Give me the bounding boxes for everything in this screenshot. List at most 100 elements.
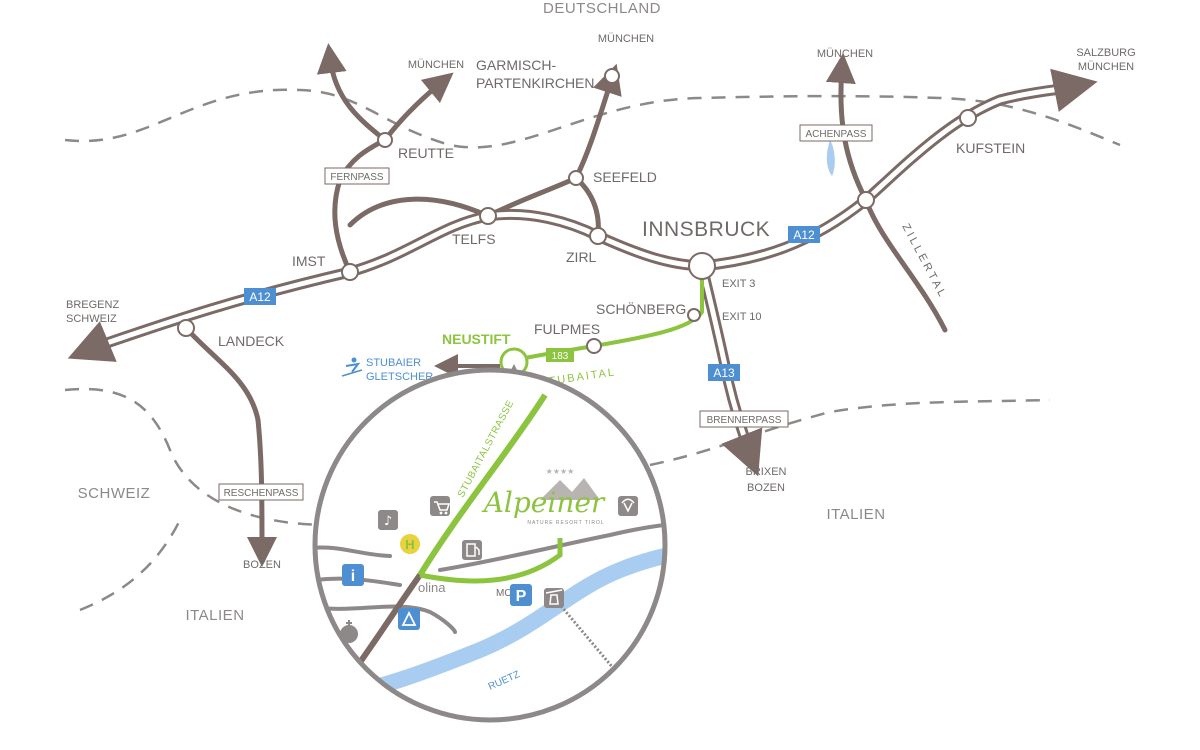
highway-a12-inner: [95, 85, 1071, 349]
brennerpass-box: [699, 410, 789, 428]
label-munchen-1: MÜNCHEN: [408, 59, 464, 71]
label-munchen-2: MÜNCHEN: [598, 33, 654, 45]
town-marker-schonberg: [687, 308, 701, 322]
shield-a13-label: A13: [713, 366, 735, 380]
mountain-logo-icon: [540, 478, 600, 500]
town-marker-imst: [341, 263, 359, 281]
music-icon: [378, 510, 398, 530]
road-reschenpass: [183, 325, 277, 567]
highways: [67, 68, 1098, 477]
label-reutte: REUTTE: [398, 145, 454, 161]
shopping-cart-icon: [430, 496, 450, 516]
arrow-brixen: [721, 427, 763, 477]
achenpass-box: [799, 124, 873, 142]
town-marker-zirl: [589, 227, 607, 245]
label-exit10: EXIT 10: [722, 311, 762, 323]
town-marker-innsbruck: [688, 252, 716, 280]
shield-a12-left-label: A12: [249, 290, 271, 304]
label-olina: olina: [418, 580, 446, 595]
label-fulpmes: FULPMES: [534, 321, 600, 337]
church-icon: [340, 625, 358, 643]
label-garmisch-line2: PARTENKIRCHEN: [476, 75, 595, 91]
label-italien-right: ITALIEN: [826, 506, 885, 523]
river-ruetz: [315, 540, 665, 713]
town-marker-telfs: [479, 207, 497, 225]
label-innsbruck: INNSBRUCK: [642, 218, 770, 241]
street-5: [438, 520, 665, 572]
border-switzerland-south: [79, 519, 182, 612]
info-icon-glyph: i: [351, 568, 355, 585]
label-alpeiner-sub: NATURE RESORT TIROL: [527, 520, 604, 526]
border-germany: [64, 88, 1121, 149]
label-brixen-bozen: BOZEN: [747, 482, 785, 494]
label-telfs: TELFS: [452, 231, 496, 247]
shield-a12-right-label: A12: [793, 228, 815, 242]
inset-moos-road: [419, 538, 563, 584]
skier-icon: [341, 357, 363, 377]
pass-boxes: FERNPASS ACHENPASS RESCHENPASS BRENNERPA…: [218, 124, 873, 501]
inset-icons: ♪ H i P: [340, 496, 638, 643]
label-zillertal: ZILLERTAL: [899, 222, 949, 301]
label-schweiz: SCHWEIZ: [78, 485, 151, 502]
info-icon: [342, 564, 364, 586]
reschenpass-box: [218, 483, 304, 501]
route-183-label: 183: [552, 351, 569, 362]
highway-a12: [92, 82, 1074, 352]
shield-a12-right: [788, 226, 820, 243]
arrow-salzburg: [1050, 68, 1098, 112]
shield-a13: [708, 364, 740, 381]
brennerpass-label: BRENNERPASS: [707, 415, 782, 426]
town-marker-zillertal-jct: [857, 191, 875, 209]
route-183-shield: [546, 348, 574, 362]
label-kufstein: KUFSTEIN: [956, 140, 1025, 156]
label-bregenz-schweiz: SCHWEIZ: [66, 313, 117, 325]
bus-stop-icon-glyph: H: [405, 537, 414, 552]
town-marker-fulpmes: [586, 338, 602, 354]
label-gletscher: GLETSCHER: [366, 371, 433, 383]
inset-stubaitalstrasse: [417, 393, 548, 577]
label-schonberg: SCHÖNBERG: [596, 300, 686, 317]
fernpass-box: [324, 167, 390, 185]
label-deutschland: DEUTSCHLAND: [543, 0, 661, 17]
road-reutte-munchen-west: [316, 43, 388, 143]
highway-shields: A12 A12 A13: [244, 226, 820, 381]
fernpass-label: FERNPASS: [330, 172, 383, 183]
label-imst: IMST: [292, 253, 326, 269]
music-icon-glyph: ♪: [384, 514, 392, 529]
town-marker-landeck: [177, 319, 195, 337]
label-landeck: LANDECK: [218, 333, 285, 349]
label-bregenz: BREGENZ: [66, 299, 119, 311]
label-bozen: BOZEN: [243, 559, 281, 571]
label-zirl: ZIRL: [566, 249, 597, 265]
road-seefeld-garmisch: [573, 63, 622, 181]
border-italy: [649, 398, 1051, 467]
stars-icon: ★★★★: [546, 467, 575, 476]
town-marker-garmisch: [604, 68, 620, 84]
label-alpeiner: Alpeiner: [481, 486, 606, 519]
town-marker-seefeld: [568, 170, 584, 186]
parking-icon: [510, 584, 532, 606]
bus-stop-icon: [400, 534, 420, 554]
label-seefeld: SEEFELD: [593, 169, 657, 185]
label-salzburg-munchen: MÜNCHEN: [1078, 61, 1134, 73]
shield-a12-left: [244, 288, 276, 305]
street-3: [318, 604, 457, 634]
achensee-lake: [826, 140, 835, 176]
parking-icon-glyph: P: [516, 588, 527, 605]
label-salzburg: SALZBURG: [1076, 47, 1135, 59]
reschenpass-label: RESCHENPASS: [224, 488, 299, 499]
label-munchen-3: MÜNCHEN: [817, 48, 873, 60]
achenpass-label: ACHENPASS: [806, 129, 867, 140]
inset-magnifier: STUBAITALSTRASSE MOOS RUETZ olina ★★★★ A…: [312, 367, 668, 723]
label-brixen: BRIXEN: [746, 466, 787, 478]
label-exit3: EXIT 3: [722, 278, 755, 290]
label-italien-left: ITALIEN: [185, 607, 244, 624]
label-neustift: NEUSTIFT: [442, 331, 511, 347]
inset-frame: [312, 367, 668, 723]
border-switzerland-north: [64, 387, 331, 527]
inset-background: [315, 370, 665, 720]
town-marker-kufstein: [959, 109, 977, 127]
road-zillertal: [863, 197, 948, 333]
alpeiner-logo: ★★★★ Alpeiner NATURE RESORT TIROL: [481, 467, 606, 526]
